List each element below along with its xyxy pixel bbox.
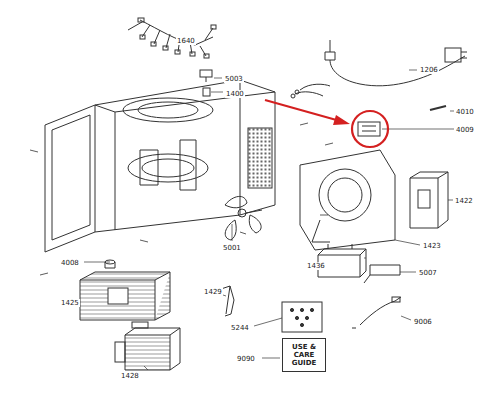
- callout-number: 9006: [413, 318, 433, 326]
- callout-number: 4009: [455, 126, 475, 134]
- callout-number: 5244: [230, 324, 250, 332]
- callout-number: 1400: [225, 90, 245, 98]
- callout-number: 1640: [176, 37, 196, 45]
- callout-number: 1429: [203, 288, 223, 296]
- guide-booklet: USE & CARE GUIDE: [282, 338, 326, 372]
- callout-number: 1425: [60, 299, 80, 307]
- callout-number: 1428: [120, 372, 140, 380]
- callout-number: 4008: [60, 259, 80, 267]
- callout-number: 4010: [455, 108, 475, 116]
- callout-number: 1422: [454, 197, 474, 205]
- callout-number: 1206: [419, 66, 439, 74]
- callout-number: 5007: [418, 269, 438, 277]
- callout-number: 5003: [224, 75, 244, 83]
- callout-number: 5001: [222, 244, 242, 252]
- callout-number: 9090: [236, 355, 256, 363]
- callout-number: 1423: [422, 242, 442, 250]
- guide-title: USE & CARE GUIDE: [289, 343, 319, 367]
- callout-number: 1436: [306, 262, 326, 270]
